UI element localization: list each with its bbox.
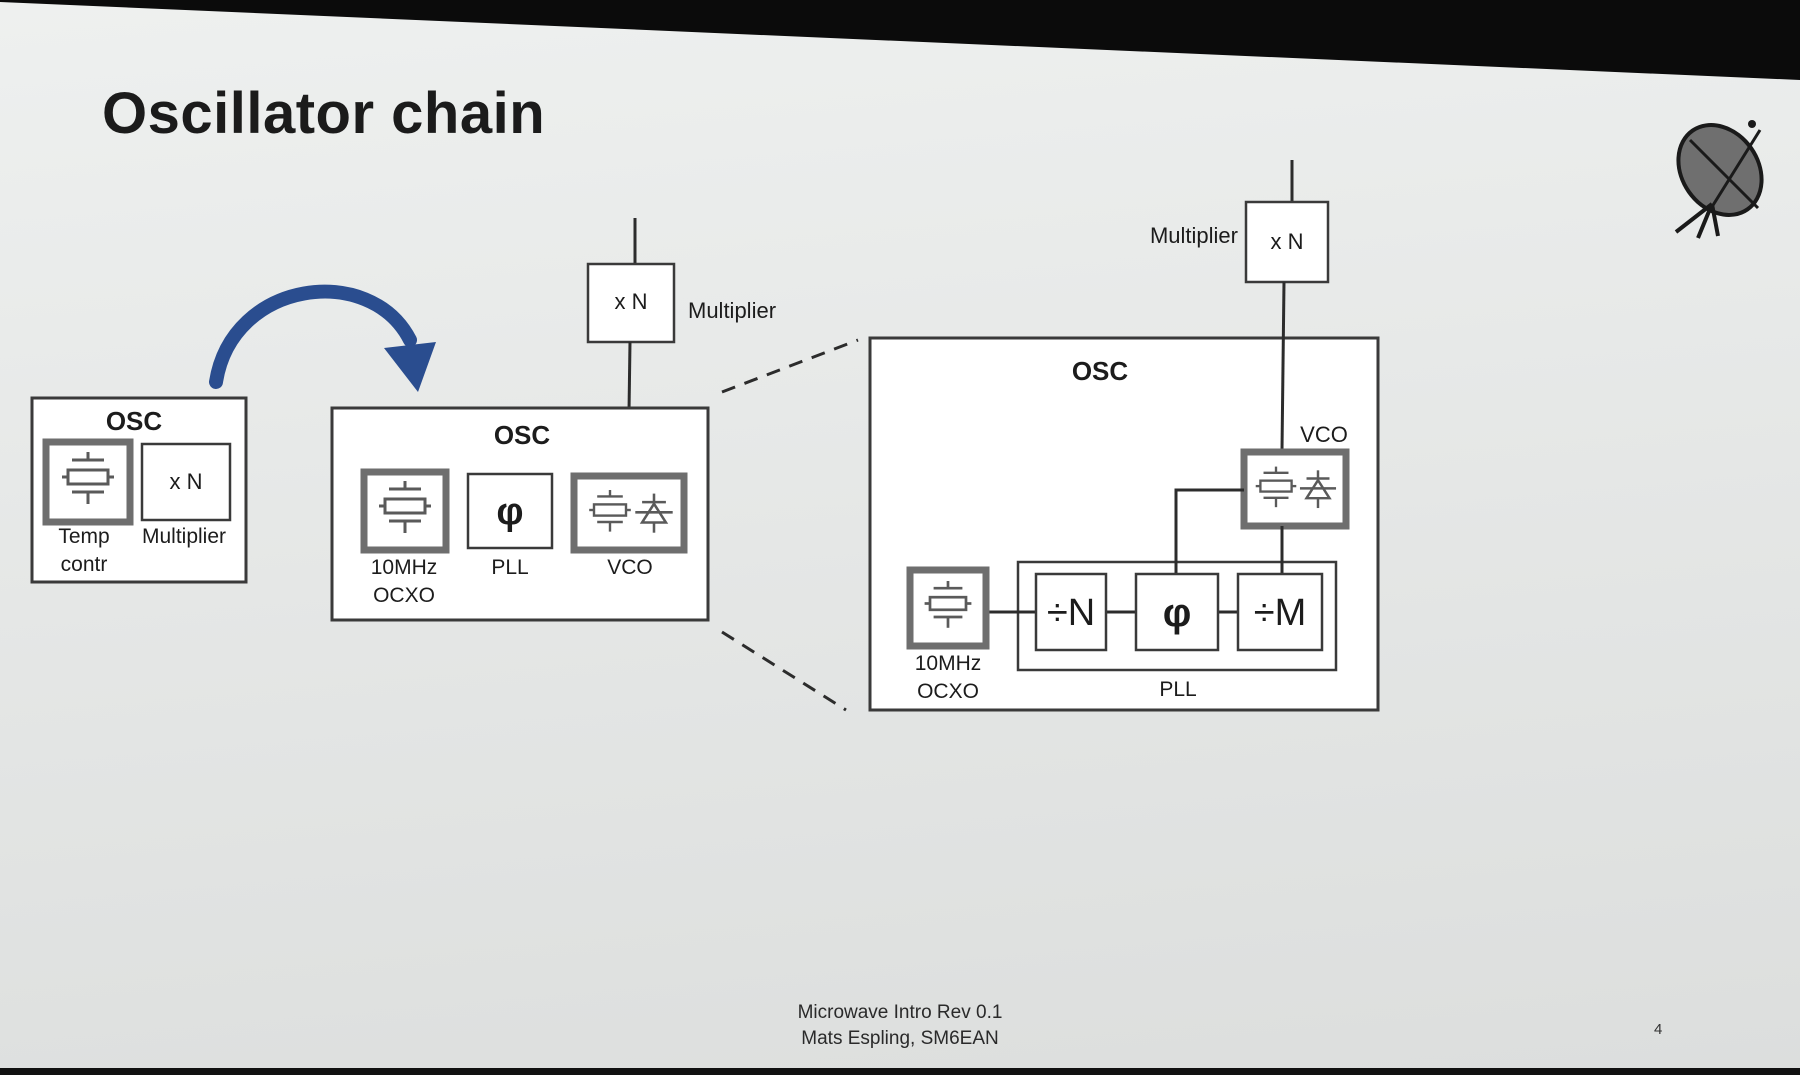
diagram2-multiplier-text: x N: [615, 289, 648, 314]
diagram3-divider-n-text: ÷N: [1047, 592, 1095, 634]
diagram1-multiplier-label: Multiplier: [142, 525, 226, 548]
diagram3-multiplier-label: Multiplier: [1150, 223, 1238, 248]
diagram2-pll-block: [466, 472, 554, 550]
zoom-line-bottom: [721, 630, 847, 712]
diagram1-temp-label: Temp: [58, 525, 109, 548]
diagram2-vco-icon: [570, 472, 688, 554]
footer-presentation-title: Microwave Intro Rev 0.1: [797, 1002, 1003, 1023]
diagram3-pll-wiring: [986, 488, 1284, 614]
diagram2-multiplier-label: Multiplier: [688, 298, 776, 323]
diagram3-multiplier-text: x N: [1271, 229, 1304, 254]
diagram3-divider-m-text: ÷M: [1254, 592, 1307, 634]
zoom-line-top: [721, 338, 859, 394]
diagram2-link-line: [627, 341, 632, 413]
diagram1-multiplier-text: x N: [170, 469, 203, 494]
diagram3-divider-m-block: [1236, 572, 1324, 652]
diagram3-phase-detector-block: [1134, 572, 1220, 652]
diagram2-ocxo-freq-label: 10MHz: [371, 556, 438, 579]
diagram2-phase-symbol: φ: [496, 491, 523, 533]
diagram3-phase-symbol: φ: [1163, 591, 1192, 635]
diagram3-vco-label: VCO: [1300, 422, 1348, 447]
diagram1-osc-label: OSC: [106, 406, 163, 436]
diagram3-ocxo-freq-label: 10MHz: [915, 652, 982, 675]
footer-author: Mats Espling, SM6EAN: [801, 1028, 999, 1049]
slide-title: Oscillator chain: [102, 81, 546, 146]
diagram1-contr-label: contr: [61, 553, 108, 576]
page-number: 4: [1654, 1021, 1663, 1038]
diagram3-vco-icon: [1240, 448, 1350, 530]
diagram1-crystal-oscillator-icon: [42, 438, 134, 526]
diagram2-pll-label: PLL: [491, 556, 528, 579]
diagram2-ocxo-label: OCXO: [373, 584, 435, 607]
diagram2-vco-label: VCO: [607, 556, 653, 579]
satellite-dish-icon: [1674, 120, 1764, 239]
diagram3-multiplier-block: [1244, 200, 1330, 284]
projector-bottom-edge: [0, 1068, 1800, 1075]
diagram3-ocxo-label: OCXO: [917, 680, 979, 703]
transition-arrow: [209, 284, 436, 392]
diagram1-multiplier-block: [140, 442, 232, 522]
diagram3-divider-n-block: [1034, 572, 1108, 652]
diagram2-ocxo-crystal-icon: [360, 468, 450, 554]
diagram3-ocxo-crystal-icon: [906, 566, 990, 650]
diagram3-vco-to-multiplier-line: [1280, 281, 1286, 451]
diagram3-osc-label: OSC: [1072, 356, 1129, 386]
diagram2-multiplier-block: [586, 262, 676, 344]
diagram2-osc-label: OSC: [494, 420, 551, 450]
diagram3-pll-label: PLL: [1159, 678, 1196, 701]
